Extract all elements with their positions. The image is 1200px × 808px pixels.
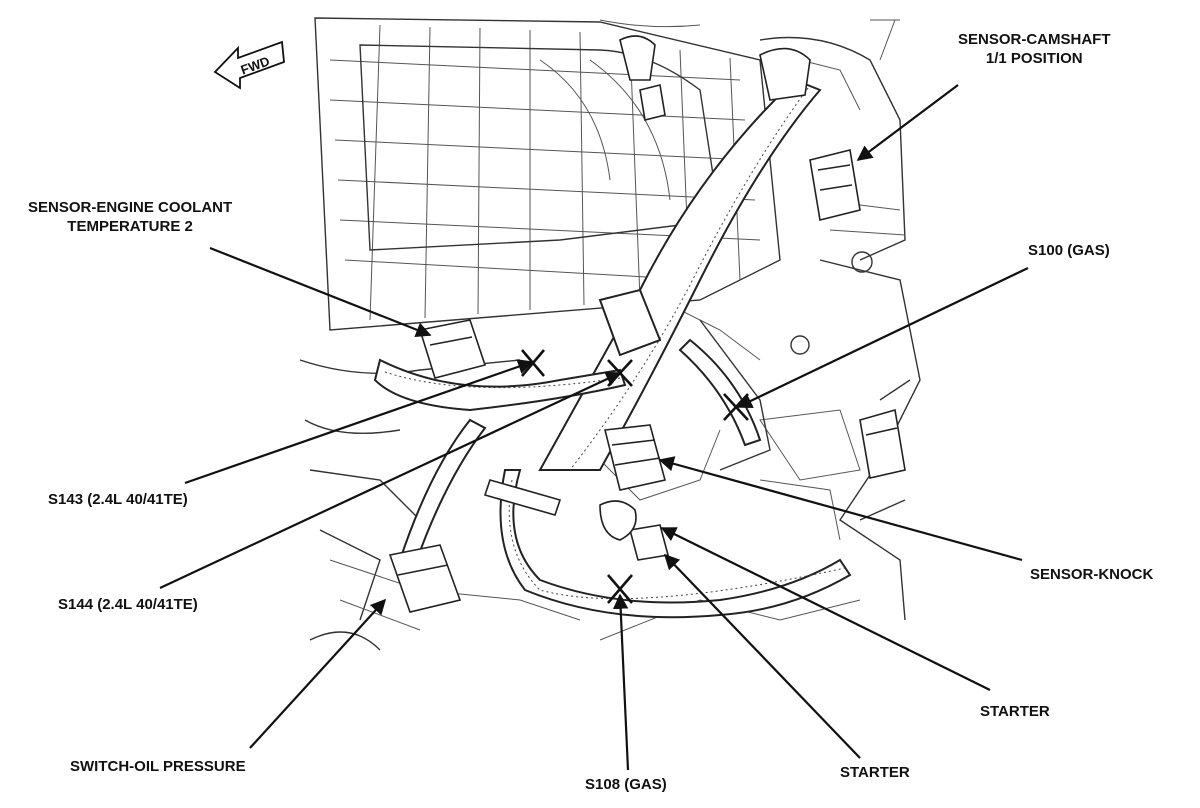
splice-s143-mark <box>521 349 545 377</box>
leader-knock-sensor <box>658 456 1023 562</box>
components <box>388 35 906 613</box>
leader-oil-pressure-switch <box>249 598 387 749</box>
leader-lines <box>159 84 1029 771</box>
leader-s144 <box>159 371 622 589</box>
label-starter-upper: STARTER <box>980 703 1050 720</box>
leader-coolant-sensor <box>209 246 432 338</box>
leader-starter-upper <box>660 527 991 691</box>
leader-s100 <box>736 267 1029 408</box>
leader-s108 <box>612 593 630 771</box>
label-knock-sensor: SENSOR-KNOCK <box>1030 566 1154 583</box>
fwd-arrow: FWD <box>213 40 285 90</box>
leader-starter-lower <box>663 553 861 759</box>
label-s143: S143 (2.4L 40/41TE) <box>48 491 188 508</box>
label-s108: S108 (GAS) <box>585 776 667 793</box>
engine-sketch <box>299 17 921 651</box>
leader-s143 <box>184 359 534 485</box>
leader-camshaft-sensor <box>856 84 959 161</box>
label-camshaft-sensor: SENSOR-CAMSHAFT 1/1 POSITION <box>958 31 1111 67</box>
label-starter-lower: STARTER <box>840 764 910 781</box>
label-oil-pressure-switch: SWITCH-OIL PRESSURE <box>70 758 246 775</box>
label-coolant-sensor: SENSOR-ENGINE COOLANT TEMPERATURE 2 <box>28 199 233 235</box>
label-s144: S144 (2.4L 40/41TE) <box>58 596 198 613</box>
label-s100: S100 (GAS) <box>1028 242 1110 259</box>
